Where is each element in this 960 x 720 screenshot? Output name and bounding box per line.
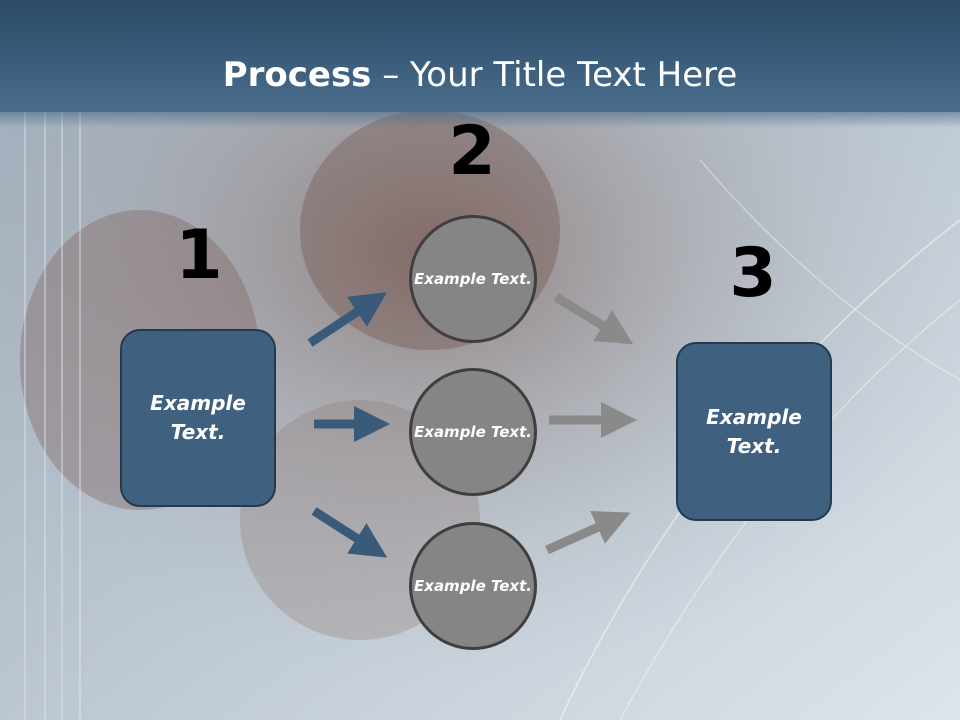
step-number-2: 2 <box>448 112 496 191</box>
step-2-circle-top-label: Example Text. <box>414 269 532 288</box>
step-2-circle-top: Example Text. <box>409 215 537 343</box>
step-number-3: 3 <box>729 234 777 313</box>
step-1-label: Example Text. <box>150 391 246 444</box>
step-3-label: Example Text. <box>706 404 802 458</box>
title-bar-fade <box>0 104 960 128</box>
arrow-1-to-2-bottom <box>311 507 388 558</box>
step-number-1: 1 <box>175 216 223 295</box>
arrow-1-to-2-top <box>307 292 388 347</box>
title-bold: Process <box>222 55 372 95</box>
step-2-circle-bottom: Example Text. <box>409 522 537 650</box>
slide-title: Process – Your Title Text Here <box>0 52 960 98</box>
title-rest: – Your Title Text Here <box>371 55 738 95</box>
arrow-2-to-3-bottom <box>545 510 631 555</box>
title-bar <box>0 0 960 112</box>
arrow-2-to-3-top <box>553 293 634 345</box>
step-2-circle-middle: Example Text. <box>409 368 537 496</box>
step-3-box: Example Text. <box>676 342 832 521</box>
step-2-circle-middle-label: Example Text. <box>414 422 532 441</box>
step-2-circle-bottom-label: Example Text. <box>414 576 532 595</box>
step-1-box: Example Text. <box>120 329 276 507</box>
